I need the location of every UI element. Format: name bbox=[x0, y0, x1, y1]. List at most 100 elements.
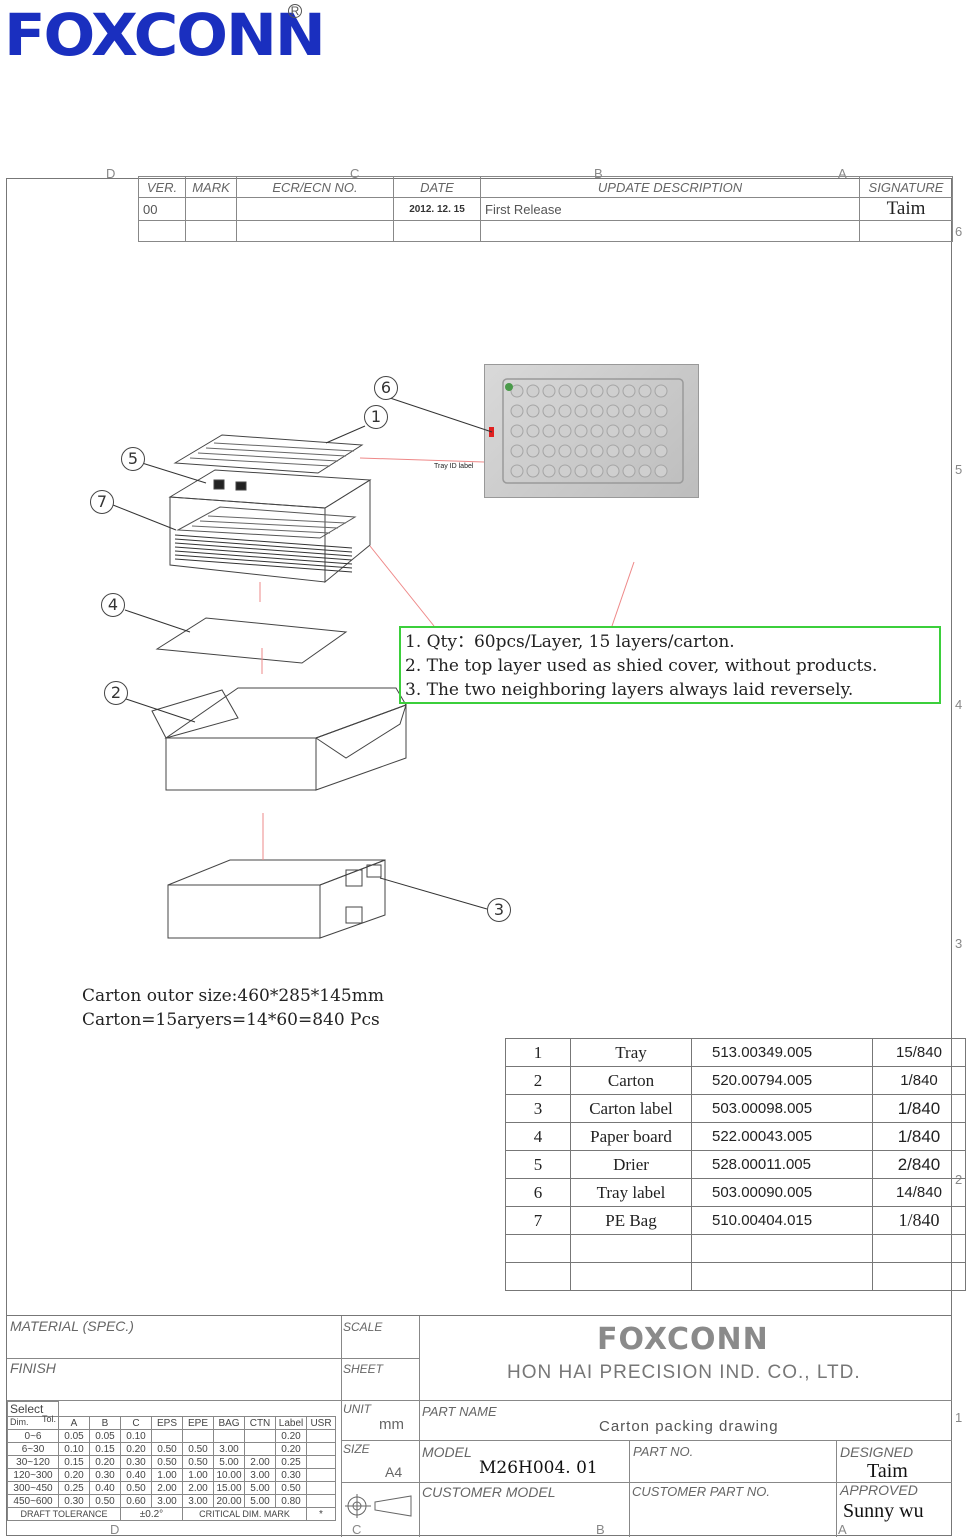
zone-bottom-b: B bbox=[596, 1522, 605, 1537]
note-1: 1. Qty：60pcs/Layer, 15 layers/carton. bbox=[405, 632, 735, 652]
part-no-label: PART NO. bbox=[633, 1444, 694, 1459]
tolerance-select: Select bbox=[7, 1401, 59, 1417]
tray-id-label-text: Tray ID label bbox=[434, 463, 474, 470]
logo-text: FOXCONN bbox=[4, 1, 326, 69]
zone-bottom-d: D bbox=[110, 1522, 120, 1537]
critical-dim-mark: * bbox=[306, 1507, 336, 1521]
bom-item: Tray bbox=[570, 1038, 692, 1067]
bom-qty: 2/840 bbox=[872, 1150, 966, 1179]
carton-quantity: Carton=15aryers=14*60=840 Pcs bbox=[82, 1010, 380, 1030]
bom-index: 7 bbox=[505, 1206, 571, 1235]
rev-date: 2012. 12. 15 bbox=[393, 197, 481, 221]
foxconn-logo: FOXCONN R bbox=[4, 0, 326, 70]
tray-photo-graphic bbox=[489, 378, 684, 484]
designed-value: Taim bbox=[867, 1460, 908, 1482]
bom-part-no: 528.00011.005 bbox=[691, 1150, 873, 1179]
model-label: MODEL bbox=[422, 1444, 472, 1460]
carton-info: Carton outor size:460*285*145mm Carton=1… bbox=[82, 984, 384, 1032]
exploded-packing-drawing bbox=[112, 396, 635, 939]
scale-label: SCALE bbox=[343, 1320, 383, 1334]
bom-part-no: 510.00404.015 bbox=[691, 1206, 873, 1235]
zone-right-1: 1 bbox=[955, 1410, 963, 1425]
bom-index: 6 bbox=[505, 1178, 571, 1207]
finish-label: FINISH bbox=[10, 1360, 56, 1376]
rev-head-signature: SIGNATURE bbox=[859, 176, 953, 198]
rev-ecr bbox=[236, 197, 394, 221]
bom-part-no: 513.00349.005 bbox=[691, 1038, 873, 1067]
company-name: HON HAI PRECISION IND. CO., LTD. bbox=[507, 1362, 861, 1383]
zone-right-4: 4 bbox=[955, 697, 963, 712]
bom-item: Carton label bbox=[570, 1094, 692, 1123]
revision-table: VER. MARK ECR/ECN NO. DATE UPDATE DESCRI… bbox=[138, 176, 953, 242]
registered-mark: R bbox=[288, 4, 302, 18]
bom-qty: 1/840 bbox=[872, 1122, 966, 1151]
bom-index: 1 bbox=[505, 1038, 571, 1067]
zone-top-a: A bbox=[838, 166, 847, 181]
bom-qty: 1/840 bbox=[872, 1094, 966, 1123]
revision-row: 00 2012. 12. 15 First Release Taim bbox=[138, 197, 953, 221]
unit-value: mm bbox=[379, 1416, 404, 1433]
rev-description: First Release bbox=[480, 197, 860, 221]
rev-head-description: UPDATE DESCRIPTION bbox=[480, 176, 860, 198]
bom-index: 3 bbox=[505, 1094, 571, 1123]
bom-part-no: 520.00794.005 bbox=[691, 1066, 873, 1095]
part-name: Carton packing drawing bbox=[599, 1418, 779, 1435]
zone-top-c: C bbox=[350, 166, 360, 181]
packing-notes: 1. Qty：60pcs/Layer, 15 layers/carton. 2.… bbox=[399, 626, 941, 704]
bom-index: 5 bbox=[505, 1150, 571, 1179]
bom-index: 2 bbox=[505, 1066, 571, 1095]
rev-signature: Taim bbox=[859, 197, 953, 221]
tolerance-table: Select Dim.Tol. A B C EPS EPE BAG CTN La… bbox=[7, 1401, 336, 1521]
unit-label: UNIT bbox=[343, 1402, 371, 1416]
bom-qty: 15/840 bbox=[872, 1038, 966, 1067]
size-label: SIZE bbox=[343, 1442, 370, 1456]
bom-row bbox=[505, 1262, 966, 1291]
callout-3: 3 bbox=[487, 898, 511, 922]
zone-right-5: 5 bbox=[955, 462, 963, 477]
zone-right-3: 3 bbox=[955, 936, 963, 951]
callout-2: 2 bbox=[104, 681, 128, 705]
carton-size: Carton outor size:460*285*145mm bbox=[82, 986, 384, 1006]
bom-item: Paper board bbox=[570, 1122, 692, 1151]
tray-photo bbox=[484, 364, 699, 498]
bom-qty: 1/840 bbox=[872, 1206, 966, 1235]
bom-index: 4 bbox=[505, 1122, 571, 1151]
rev-head-mark: MARK bbox=[185, 176, 237, 198]
draft-tolerance-value: ±0.2° bbox=[120, 1507, 183, 1521]
rev-head-ecr: ECR/ECN NO. bbox=[236, 176, 394, 198]
zone-bottom-c: C bbox=[352, 1522, 362, 1537]
bom-part-no: 522.00043.005 bbox=[691, 1122, 873, 1151]
bom-part-no: 503.00090.005 bbox=[691, 1178, 873, 1207]
approved-value: Sunny wu bbox=[843, 1500, 924, 1522]
note-2: 2. The top layer used as shied cover, wi… bbox=[405, 656, 878, 676]
approved-label: APPROVED bbox=[840, 1482, 918, 1498]
bom-row bbox=[505, 1234, 966, 1263]
company-logo: FOXCONN bbox=[597, 1322, 769, 1357]
rev-mark bbox=[185, 197, 237, 221]
tolerance-select-row: Select bbox=[7, 1401, 336, 1417]
zone-right-6: 6 bbox=[955, 224, 963, 239]
rev-head-ver: VER. bbox=[138, 176, 186, 198]
bom-item: Tray label bbox=[570, 1178, 692, 1207]
customer-part-no-label: CUSTOMER PART NO. bbox=[632, 1484, 770, 1499]
critical-dim-label: CRITICAL DIM. MARK bbox=[182, 1507, 307, 1521]
customer-model-label: CUSTOMER MODEL bbox=[422, 1484, 556, 1500]
callout-4: 4 bbox=[101, 593, 125, 617]
bom-part-no: 503.00098.005 bbox=[691, 1094, 873, 1123]
sheet-label: SHEET bbox=[343, 1362, 384, 1376]
model-value: M26H004. 01 bbox=[479, 1458, 598, 1478]
projection-symbol bbox=[345, 1494, 412, 1518]
part-name-label: PART NAME bbox=[422, 1404, 497, 1419]
material-label: MATERIAL (SPEC.) bbox=[10, 1318, 134, 1334]
